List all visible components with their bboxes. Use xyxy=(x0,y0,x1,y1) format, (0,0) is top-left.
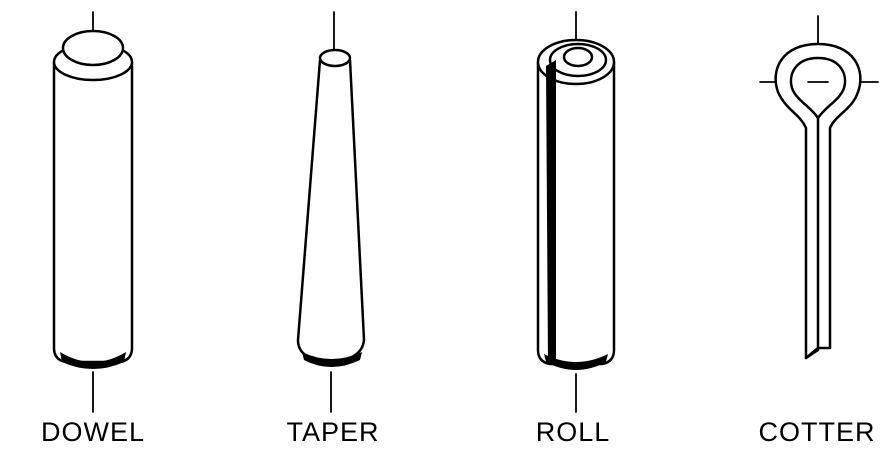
cotter-label: COTTER xyxy=(758,417,876,447)
roll-top-middle xyxy=(548,42,608,78)
taper-label: TAPER xyxy=(286,417,380,447)
cotter-prong-tip xyxy=(804,348,820,360)
roll-label: ROLL xyxy=(535,417,611,447)
roll-pin-drawing xyxy=(536,11,616,413)
roll-slit xyxy=(546,60,556,364)
dowel-pin-drawing xyxy=(52,11,134,413)
roll-top-inner xyxy=(562,46,594,68)
dowel-top-face xyxy=(61,29,125,67)
taper-top-face xyxy=(318,48,352,68)
taper-body xyxy=(296,59,366,364)
cotter-pin-drawing xyxy=(759,15,879,360)
dowel-bottom-band xyxy=(60,352,126,369)
roll-bottom-band xyxy=(544,354,608,370)
taper-bottom-band xyxy=(302,352,362,367)
dowel-label: DOWEL xyxy=(40,417,145,447)
dowel-body xyxy=(52,62,134,364)
taper-pin-drawing xyxy=(296,11,366,413)
